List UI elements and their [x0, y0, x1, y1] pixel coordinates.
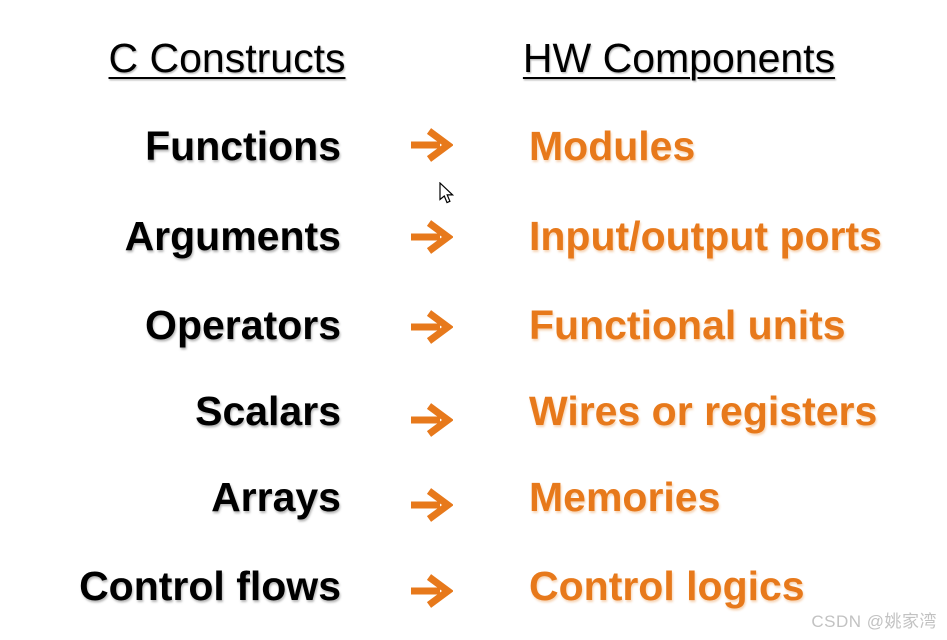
hw-component-label: Modules [529, 123, 696, 169]
hw-component-label: Functional units [529, 302, 846, 348]
mapping-row-functions: Functions Modules [0, 122, 947, 170]
c-construct-label: Arguments [124, 213, 341, 259]
hw-component-label: Input/output ports [529, 213, 882, 259]
mapping-row-control-flows: Control flows Control logics [0, 562, 947, 610]
right-arrow-icon [409, 488, 453, 522]
c-construct-label: Arrays [211, 474, 341, 520]
hw-component-label: Wires or registers [529, 388, 878, 434]
right-arrow-icon [409, 403, 453, 437]
mapping-row-arguments: Arguments Input/output ports [0, 212, 947, 260]
right-arrow-icon [409, 220, 453, 254]
hw-component-label: Memories [529, 474, 721, 520]
column-header-c-constructs: C Constructs [108, 35, 346, 81]
mapping-row-scalars: Scalars Wires or registers [0, 387, 947, 437]
mapping-row-operators: Operators Functional units [0, 301, 947, 349]
c-construct-label: Scalars [195, 388, 341, 434]
right-arrow-icon [409, 310, 453, 344]
mapping-row-arrays: Arrays Memories [0, 473, 947, 522]
c-construct-label: Control flows [79, 563, 341, 609]
right-arrow-icon [409, 574, 453, 608]
c-construct-label: Operators [145, 302, 341, 348]
hw-component-label: Control logics [529, 563, 805, 609]
c-construct-label: Functions [145, 123, 341, 169]
csdn-watermark: CSDN @姚家湾 [811, 612, 937, 631]
column-header-hw-components: HW Components [522, 35, 836, 81]
right-arrow-icon [409, 128, 453, 162]
mouse-pointer-icon [439, 181, 455, 206]
